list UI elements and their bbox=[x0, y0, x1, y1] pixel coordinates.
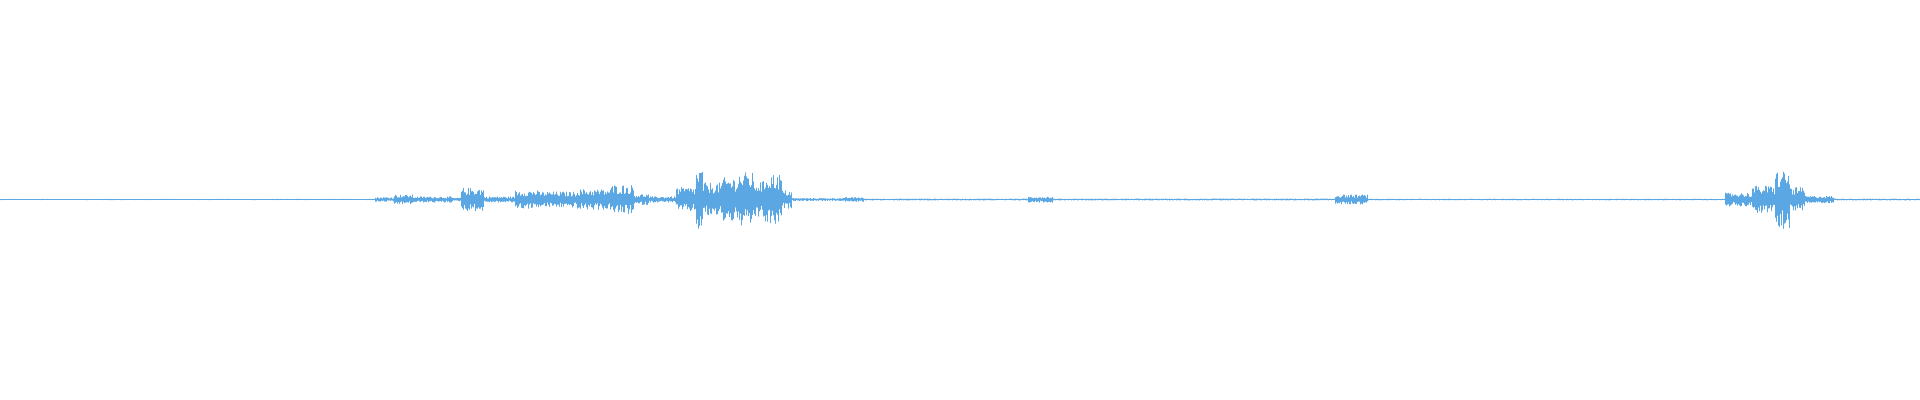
waveform-bars bbox=[0, 171, 1920, 229]
